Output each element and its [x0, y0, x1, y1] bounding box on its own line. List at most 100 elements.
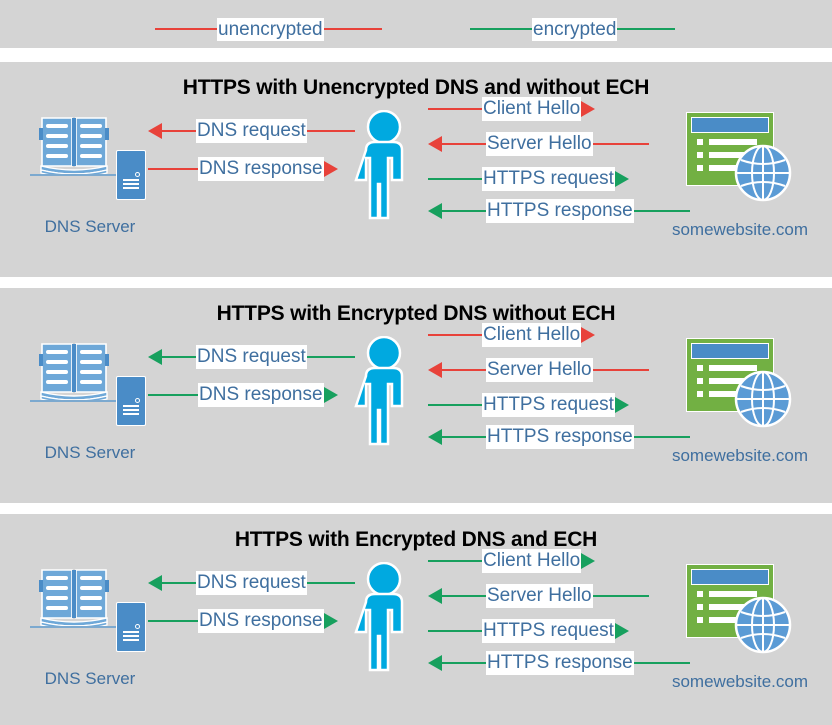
client-user-icon — [352, 109, 416, 222]
globe-icon-wrap — [734, 596, 792, 654]
legend-panel: unencrypted encrypted — [0, 0, 832, 48]
server-led-icon — [135, 624, 140, 629]
server-led-icon — [135, 398, 140, 403]
flow-arrow-row: HTTPS response — [428, 198, 690, 224]
legend-item-encrypted: encrypted — [470, 17, 676, 41]
arrow-line — [442, 595, 486, 597]
book-icon — [39, 343, 109, 404]
scenario-panel-2: HTTPS with Encrypted DNS without ECH DNS… — [0, 288, 832, 503]
arrow-line — [592, 369, 649, 371]
arrow-line — [148, 168, 198, 170]
window-titlebar-icon — [691, 117, 769, 133]
arrow-line — [162, 582, 196, 584]
flow-label: HTTPS request — [482, 167, 615, 191]
client-user-icon — [352, 561, 416, 674]
globe-icon — [734, 370, 792, 428]
window-content-lines-icon — [697, 591, 757, 630]
arrowhead-left-icon — [428, 655, 442, 671]
page-title: HTTPS with Encrypted DNS and ECH — [234, 528, 598, 551]
flow-arrow-row: HTTPS response — [428, 424, 690, 450]
server-slots-icon — [123, 405, 139, 417]
flow-arrow-row: Client Hello — [428, 322, 596, 348]
arrow-line — [428, 630, 482, 632]
arrowhead-right-icon — [581, 553, 596, 569]
flow-arrow-row: HTTPS request — [428, 392, 629, 418]
arrowhead-right-icon — [614, 171, 629, 187]
arrow-line — [442, 369, 486, 371]
flow-arrow-row: Client Hello — [428, 96, 596, 122]
arrow-line — [148, 620, 198, 622]
arrowhead-right-icon — [323, 613, 338, 629]
website-label: somewebsite.com — [671, 672, 809, 691]
website-icon-group: somewebsite.com — [672, 338, 808, 465]
page-title: HTTPS with Unencrypted DNS and without E… — [182, 76, 650, 99]
arrowhead-right-icon — [323, 387, 338, 403]
server-led-icon — [135, 172, 140, 177]
flow-label: Client Hello — [482, 549, 582, 573]
legend-label-unencrypted: unencrypted — [217, 17, 324, 41]
arrow-line — [428, 334, 482, 336]
book-icon — [39, 569, 109, 630]
arrow-line — [633, 662, 690, 664]
window-titlebar-icon — [691, 569, 769, 585]
flow-label: Client Hello — [482, 97, 582, 121]
arrow-line — [162, 356, 196, 358]
arrow-line — [633, 210, 690, 212]
flow-label: HTTPS request — [482, 619, 615, 643]
arrow-line — [306, 356, 355, 358]
book-icon — [39, 117, 109, 178]
window-titlebar-icon — [691, 343, 769, 359]
arrowhead-left-icon — [148, 575, 162, 591]
globe-icon-wrap — [734, 370, 792, 428]
website-label: somewebsite.com — [671, 220, 809, 239]
flow-label: Server Hello — [486, 358, 593, 382]
flow-arrow-row: HTTPS response — [428, 650, 690, 676]
arrow-line — [442, 210, 486, 212]
arrow-line — [306, 582, 355, 584]
arrowhead-left-icon — [148, 349, 162, 365]
flow-label: HTTPS response — [486, 651, 634, 675]
dns-server-label: DNS Server — [44, 443, 136, 462]
arrowhead-left-icon — [428, 362, 442, 378]
arrowhead-right-icon — [614, 623, 629, 639]
scenario-panel-3: HTTPS with Encrypted DNS and ECH DNS Ser… — [0, 514, 832, 725]
connector-line — [30, 400, 120, 402]
flow-label: DNS request — [196, 119, 307, 143]
book-icon-wrap — [38, 114, 110, 178]
legend-item-unencrypted: unencrypted — [155, 17, 382, 41]
arrow-line — [442, 143, 486, 145]
user-icon — [354, 561, 404, 672]
flow-arrow-row: DNS request — [148, 344, 355, 370]
arrowhead-right-icon — [581, 327, 596, 343]
arrowhead-left-icon — [148, 123, 162, 139]
arrow-line — [442, 662, 486, 664]
globe-icon-wrap — [734, 144, 792, 202]
line-swatch-icon — [470, 28, 532, 30]
line-swatch-icon — [617, 28, 676, 30]
arrow-line — [428, 108, 482, 110]
dns-server-label: DNS Server — [44, 669, 136, 688]
flow-label: DNS request — [196, 571, 307, 595]
flow-label: Server Hello — [486, 584, 593, 608]
client-user-icon — [352, 335, 416, 448]
arrow-line — [162, 130, 196, 132]
flow-arrow-row: Server Hello — [428, 357, 649, 383]
arrow-line — [592, 595, 649, 597]
website-icon-group: somewebsite.com — [672, 112, 808, 239]
flow-label: DNS request — [196, 345, 307, 369]
server-slots-icon — [123, 179, 139, 191]
flow-arrow-row: HTTPS request — [428, 618, 629, 644]
arrowhead-right-icon — [581, 101, 596, 117]
globe-icon — [734, 144, 792, 202]
server-rack-icon — [116, 602, 146, 652]
flow-arrow-row: HTTPS request — [428, 166, 629, 192]
flow-arrow-row: DNS response — [148, 156, 338, 182]
dns-server-icon-group — [30, 566, 150, 666]
legend-items: unencrypted encrypted — [0, 0, 832, 48]
dns-server-icon-group — [30, 114, 150, 214]
arrow-line — [306, 130, 355, 132]
flow-label: DNS response — [198, 383, 324, 407]
website-label: somewebsite.com — [671, 446, 809, 465]
flow-arrow-row: DNS response — [148, 608, 338, 634]
arrow-line — [633, 436, 690, 438]
